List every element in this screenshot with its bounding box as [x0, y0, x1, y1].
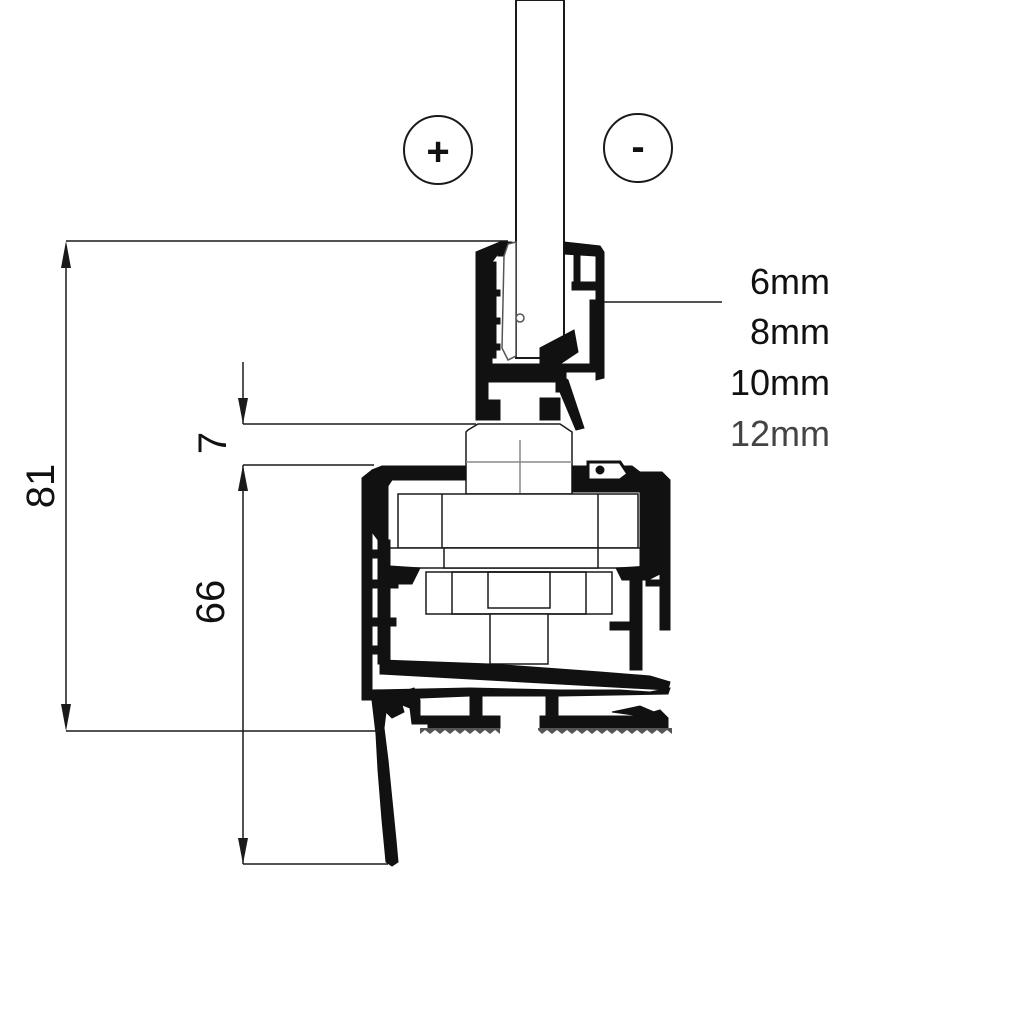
glass-option: 10mm — [730, 362, 830, 403]
glass-option: 12mm — [730, 413, 830, 454]
glass-option: 6mm — [750, 261, 830, 302]
roller-carriage — [383, 423, 655, 665]
plus-symbol: + — [403, 115, 473, 185]
glass-clamp-profile — [475, 241, 605, 431]
dimension-7-label: 7 — [191, 432, 235, 454]
minus-symbol: - — [603, 113, 673, 183]
brush-seal — [420, 728, 672, 734]
dimension-lines — [61, 240, 722, 865]
glass-option: 8mm — [750, 311, 830, 352]
plus-symbol-label: + — [426, 130, 449, 174]
glass-thickness-options: 6mm 8mm 10mm 12mm — [730, 261, 830, 454]
dimension-81-label: 81 — [19, 464, 63, 509]
minus-symbol-label: - — [631, 125, 644, 169]
glass-panel — [515, 0, 565, 359]
track-frame-profile — [361, 460, 671, 867]
dimension-66-label: 66 — [189, 580, 233, 625]
glass-gasket — [501, 241, 525, 362]
